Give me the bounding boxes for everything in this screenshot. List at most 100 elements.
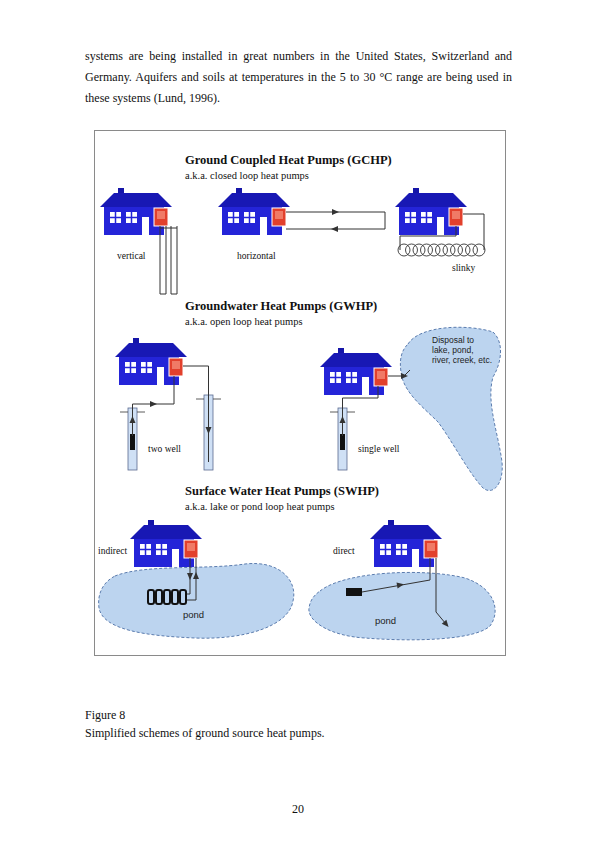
flow-arrow: [332, 209, 339, 215]
window-bars: [125, 362, 136, 373]
heat-pump-unit: [449, 208, 463, 226]
figure-caption: Simplified schemes of ground source heat…: [85, 726, 325, 741]
pond-loop-coil: [164, 590, 170, 604]
water-shape: [400, 327, 502, 490]
slinky-coil: [406, 244, 418, 256]
window: [421, 212, 432, 223]
window: [396, 544, 407, 555]
flow-arrow: [130, 416, 136, 423]
figure-border: [95, 131, 506, 656]
pipe: [388, 370, 410, 376]
window: [110, 212, 121, 223]
pond-loop-coil: [180, 590, 186, 604]
water-label: pond: [183, 610, 213, 621]
water-body: pond: [305, 566, 502, 642]
window-bars: [405, 212, 416, 223]
window-bars: [140, 544, 151, 555]
pipe: [343, 386, 379, 436]
pond-loop-coil: [148, 590, 154, 604]
window: [330, 372, 341, 383]
section-subheading: a.k.a. lake or pond loop heat pumps: [185, 501, 335, 512]
heat-pump-shade: [187, 543, 195, 551]
intake-pump: [346, 588, 362, 596]
house-icon: [130, 520, 202, 567]
window: [228, 212, 239, 223]
window-bars: [396, 544, 407, 555]
slinky-coil: [398, 244, 410, 256]
window-bars: [346, 372, 357, 383]
house-icon: [218, 188, 290, 235]
roof: [100, 193, 172, 207]
roof: [130, 525, 202, 539]
flow-arrow: [401, 373, 408, 379]
roof: [395, 193, 467, 207]
heat-pump-unit: [374, 368, 388, 386]
house-icon: [115, 338, 187, 385]
window-bars: [244, 212, 255, 223]
window-bars: [380, 544, 391, 555]
door: [142, 217, 149, 235]
window-bars: [156, 544, 167, 555]
door: [412, 549, 419, 567]
water-shape: [99, 564, 294, 639]
heat-pump-unit: [154, 208, 168, 226]
flow-arrow: [442, 620, 451, 629]
window-bars: [126, 212, 137, 223]
window: [380, 544, 391, 555]
roof: [370, 525, 442, 539]
heat-pump-unit: [424, 540, 438, 558]
flow-arrow: [340, 416, 346, 423]
page-number: 20: [292, 802, 304, 817]
window: [244, 212, 255, 223]
slinky-coil: [443, 244, 455, 256]
door: [157, 367, 164, 385]
heat-pump-unit: [184, 540, 198, 558]
water-label: pond: [375, 616, 405, 627]
water-body: Disposal to lake, pond, river, creek, et…: [398, 322, 505, 498]
window: [405, 212, 416, 223]
pond-loop-coil: [172, 590, 178, 604]
type-label: two well: [148, 444, 181, 454]
slinky-coil: [421, 244, 433, 256]
slinky-coil: [428, 244, 440, 256]
water-shape: [309, 572, 495, 639]
well-casing: [338, 408, 347, 470]
window: [125, 362, 136, 373]
house-icon: [370, 520, 442, 567]
section-heading: Ground Coupled Heat Pumps (GCHP): [185, 153, 392, 168]
slinky-coil: [466, 244, 478, 256]
pipe: [436, 558, 446, 624]
flow-arrow: [187, 573, 193, 580]
well-pump: [130, 434, 135, 450]
pipe: [137, 412, 145, 413]
well-casing: [128, 408, 137, 470]
section-heading: Surface Water Heat Pumps (SWHP): [185, 484, 379, 499]
pipe: [160, 226, 166, 294]
flow-arrow: [331, 226, 338, 232]
window-bars: [141, 362, 152, 373]
type-label: horizontal: [237, 251, 276, 261]
type-label: direct: [333, 546, 355, 556]
heat-pump-shade: [427, 543, 435, 551]
heat-pump-shade: [157, 211, 165, 219]
type-label: vertical: [117, 251, 145, 261]
type-label: slinky: [452, 263, 475, 273]
heat-pump-shade: [452, 211, 460, 219]
door: [260, 217, 267, 235]
roof: [218, 193, 290, 207]
body-text: systems are being installed in great num…: [85, 46, 512, 109]
heat-pump-shade: [172, 361, 180, 369]
window: [156, 544, 167, 555]
door: [437, 217, 444, 235]
flow-arrow: [397, 581, 405, 588]
door: [172, 549, 179, 567]
door: [362, 377, 369, 395]
pipe: [286, 212, 385, 229]
window: [140, 544, 151, 555]
water-body: pond: [95, 556, 300, 642]
figure-number: Figure 8: [85, 708, 125, 723]
window: [126, 212, 137, 223]
window-bars: [330, 372, 341, 383]
pond-loop-coil: [156, 590, 162, 604]
window: [141, 362, 152, 373]
